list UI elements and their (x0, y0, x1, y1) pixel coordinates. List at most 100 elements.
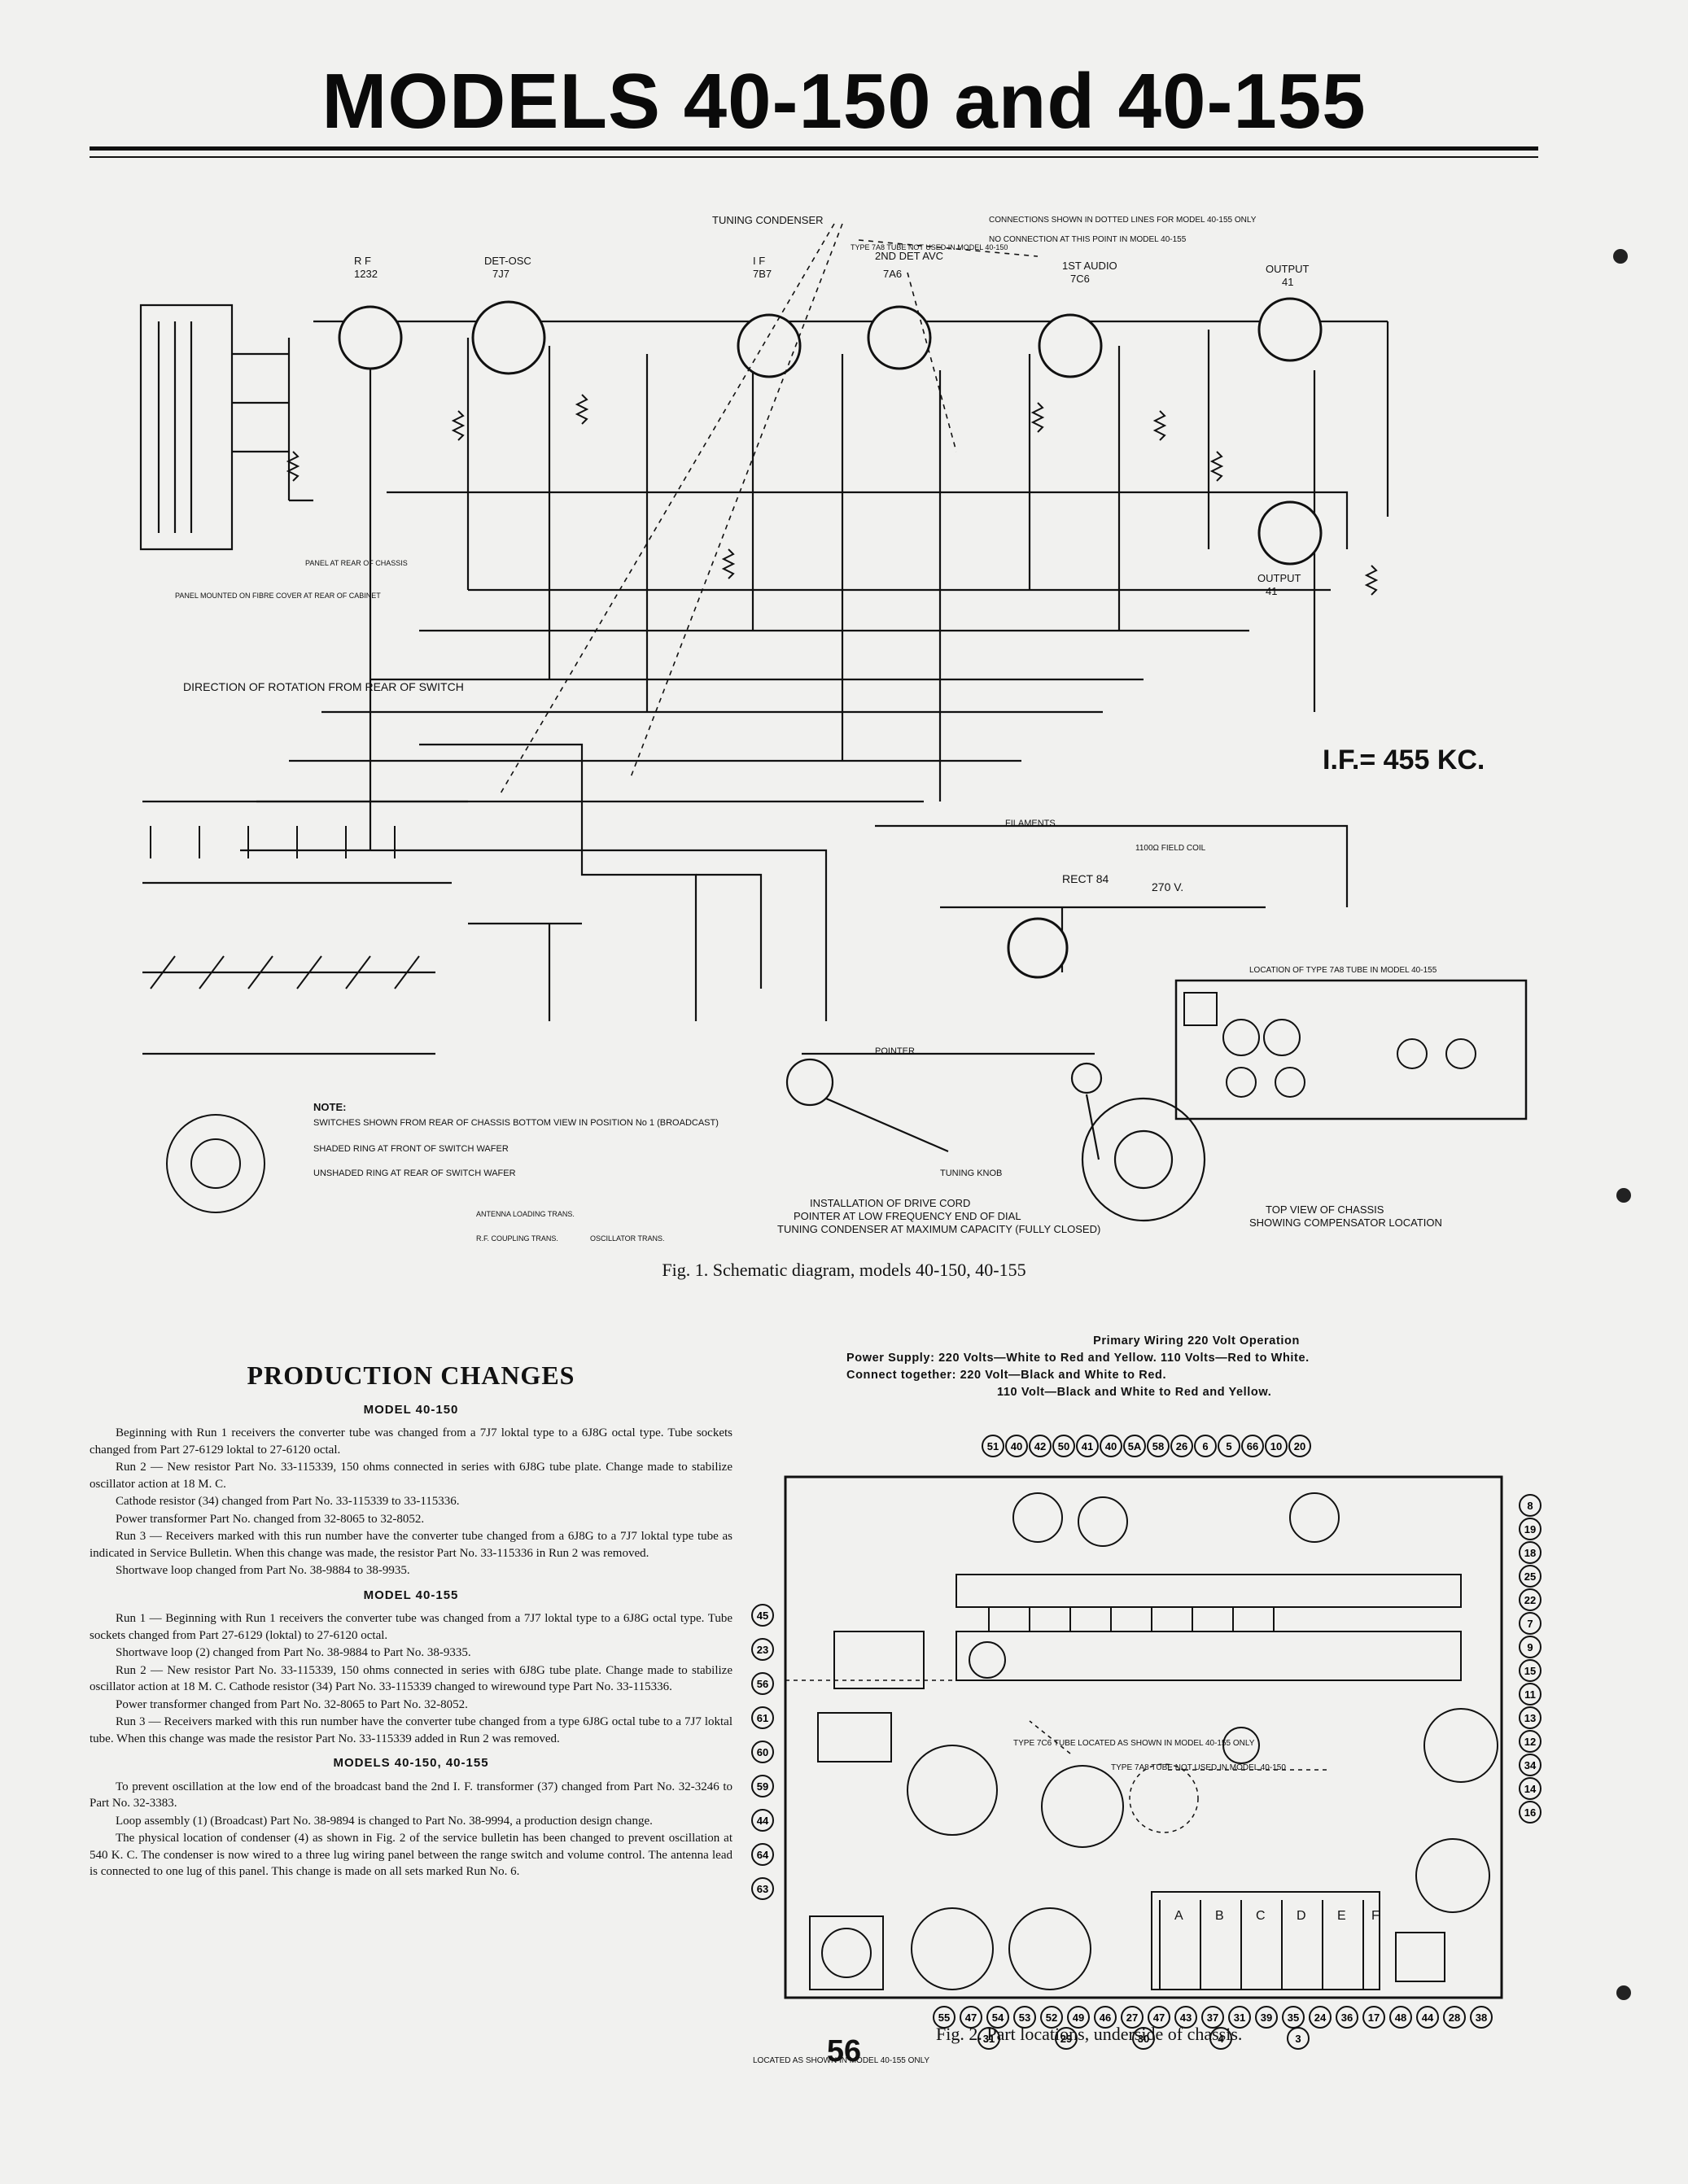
tube-label-output1: OUTPUT (1266, 263, 1310, 275)
primary-wiring: Primary Wiring 220 Volt Operation Power … (846, 1333, 1546, 1401)
note-7a8: TYPE 7A8 TUBE NOT USED IN MODEL 40-150 (1111, 1763, 1286, 1772)
field-coil-label: 1100Ω FIELD COIL (1135, 844, 1206, 853)
if-frequency: I.F.= 455 KC. (1323, 745, 1485, 775)
callout-number: 38 (1476, 2011, 1487, 2024)
location-7a8-label: LOCATION OF TYPE 7A8 TUBE IN MODEL 40-15… (1249, 966, 1437, 975)
title-rule (90, 146, 1538, 151)
callout-number: 10 (1270, 1440, 1282, 1452)
callout-circle (1470, 2006, 1493, 2029)
switch-letter-e: E (1337, 1909, 1346, 1923)
voltage-label: 270 V. (1152, 880, 1183, 893)
tube-type-detosc: 7J7 (492, 268, 509, 280)
callout-number: 49 (1073, 2011, 1084, 2024)
callout-number: 17 (1368, 2011, 1380, 2024)
callout-number: 5A (1128, 1440, 1142, 1452)
top-view-label: TOP VIEW OF CHASSIS (1266, 1203, 1384, 1216)
callout-circle (1282, 2006, 1305, 2029)
callout-circle (1519, 1730, 1542, 1753)
coil-label-osc: OSCILLATOR TRANS. (590, 1234, 665, 1243)
paragraph: Run 2 — New resistor Part No. 33-115339,… (90, 1461, 732, 1491)
note-label: NOTE: (313, 1101, 346, 1113)
callout-circle (1174, 2006, 1197, 2029)
punch-hole (1616, 1985, 1631, 2000)
callout-number: 16 (1524, 1806, 1536, 1819)
drive-cord-note-1: POINTER AT LOW FREQUENCY END OF DIAL (794, 1210, 1021, 1222)
callout-circle (1148, 2006, 1170, 2029)
callout-number: 34 (1524, 1759, 1537, 1771)
callout-circle (1265, 1435, 1288, 1457)
callout-number: 66 (1247, 1440, 1258, 1452)
paragraph: Run 2 — New resistor Part No. 33-115339,… (90, 1663, 732, 1694)
callout-number: 30 (1138, 2033, 1149, 2045)
dotted-note: CONNECTIONS SHOWN IN DOTTED LINES FOR MO… (989, 216, 1257, 225)
no-connection-note: NO CONNECTION AT THIS POINT IN MODEL 40-… (989, 235, 1187, 244)
paragraph: Run 3 — Receivers marked with this run n… (90, 1715, 732, 1745)
wiring-line-3: 110 Volt—Black and White to Red and Yell… (997, 1386, 1272, 1399)
callout-number: 24 (1314, 2011, 1327, 2024)
callout-number: 44 (1422, 2011, 1434, 2024)
callout-circle (1100, 1435, 1122, 1457)
callout-number: 8 (1527, 1500, 1533, 1512)
schematic-diagram: TUNING CONDENSER TYPE 7A8 TUBE NOT USED … (139, 214, 1528, 1243)
callout-number: 28 (1449, 2011, 1460, 2024)
callout-number: 59 (757, 1780, 768, 1793)
paragraph: Loop assembly (1) (Broadcast) Part No. 3… (116, 1814, 653, 1828)
tube-type-if: 7B7 (753, 268, 772, 280)
tube-label-output2: OUTPUT (1257, 572, 1301, 584)
callout-number: 56 (757, 1678, 768, 1690)
callout-circle (1055, 2027, 1078, 2050)
callout-number: 41 (1082, 1440, 1093, 1452)
callout-circle (1029, 1435, 1052, 1457)
paragraph: Run 1 — Beginning with Run 1 receivers t… (90, 1612, 732, 1642)
callout-number: 11 (1524, 1688, 1536, 1701)
callout-number: 31 (983, 2033, 995, 2045)
callout-number: 60 (757, 1746, 768, 1758)
callout-number: 43 (1180, 2011, 1192, 2024)
switch-letter-f: F (1371, 1909, 1380, 1923)
fig1-caption: Fig. 1. Schematic diagram, models 40-150… (662, 1260, 1026, 1280)
callout-number: 27 (1126, 2011, 1138, 2024)
callout-circle (1519, 1565, 1542, 1588)
tube-label-1staudio: 1ST AUDIO (1062, 260, 1117, 272)
callout-circle (1309, 2006, 1332, 2029)
callout-number: 42 (1034, 1440, 1046, 1452)
callout-circle (751, 1741, 774, 1763)
callout-number: 55 (938, 2011, 950, 2024)
type7a8-note: TYPE 7A8 TUBE NOT USED IN MODEL 40-150 (851, 243, 1008, 251)
tube-label-detosc: DET-OSC (484, 255, 531, 267)
callout-circle (751, 1604, 774, 1627)
callout-number: 54 (992, 2011, 1004, 2024)
callout-number: 15 (1524, 1665, 1536, 1677)
callout-circle (1241, 1435, 1264, 1457)
callout-number: 22 (1524, 1594, 1536, 1606)
callout-circle (1519, 1494, 1542, 1517)
callout-circle (1076, 1435, 1099, 1457)
callout-number: 45 (757, 1610, 768, 1622)
note-7c6: TYPE 7C6 TUBE LOCATED AS SHOWN IN MODEL … (1013, 1739, 1255, 1748)
callout-number: 3 (1295, 2033, 1301, 2045)
callout-circle (1336, 2006, 1358, 2029)
callout-circle (1194, 1435, 1217, 1457)
callout-circle (1416, 2006, 1439, 2029)
switch-note-1: SWITCHES SHOWN FROM REAR OF CHASSIS BOTT… (313, 1118, 719, 1128)
located-note: LOCATED AS SHOWN IN MODEL 40-155 ONLY (753, 2056, 929, 2065)
callout-circle (1005, 1435, 1028, 1457)
wiring-heading: Primary Wiring 220 Volt Operation (1093, 1334, 1300, 1348)
callout-number: 51 (987, 1440, 999, 1452)
callout-number: 40 (1011, 1440, 1022, 1452)
callout-circle (960, 2006, 982, 2029)
punch-hole (1613, 249, 1628, 264)
callout-number: 20 (1294, 1440, 1305, 1452)
callout-number: 47 (1153, 2011, 1165, 2024)
paragraph: Run 3 — Receivers marked with this run n… (90, 1530, 732, 1560)
callout-number: 61 (757, 1712, 768, 1724)
callout-number: 19 (1524, 1523, 1536, 1535)
callout-circle (1519, 1518, 1542, 1540)
callout-number: 7 (1527, 1618, 1533, 1630)
rotation-note: DIRECTION OF ROTATION FROM REAR OF SWITC… (183, 680, 464, 693)
paragraph: Power transformer Part No. changed from … (116, 1512, 425, 1526)
switch-letter-b: B (1215, 1909, 1224, 1923)
callout-circle (986, 2006, 1009, 2029)
callout-circle (751, 1877, 774, 1900)
callout-number: 5 (1226, 1440, 1231, 1452)
